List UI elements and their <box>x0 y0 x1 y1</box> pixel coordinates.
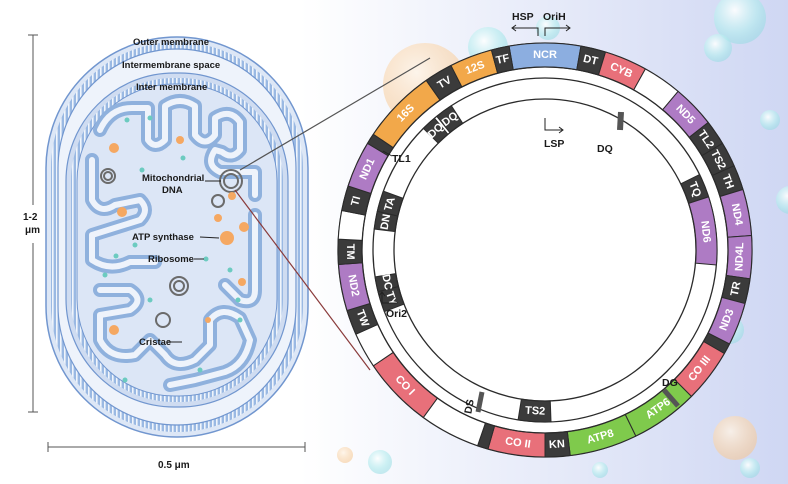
label-width: 0.5 μm <box>158 460 190 471</box>
label-tl1: TL1 <box>392 153 411 165</box>
mtdna-circles <box>100 168 243 328</box>
outer-segment-label: NCR <box>533 49 557 61</box>
outer-segment-label: DT <box>582 53 599 68</box>
label-height-1: 1-2 <box>23 212 38 223</box>
label-ds: DS <box>462 398 476 414</box>
zoom-line-top <box>239 57 431 171</box>
width-scale-bar <box>47 442 306 452</box>
tl1-leader <box>382 150 393 157</box>
zoom-line-bottom <box>234 189 371 371</box>
outer-segment-label: TF <box>495 52 511 67</box>
atp-synthase-particles <box>109 136 249 335</box>
label-cristae: Cristae <box>139 337 171 348</box>
orih-arrow <box>544 24 571 36</box>
mitochondrion <box>45 36 309 438</box>
inner-segment-label: DN <box>379 213 394 231</box>
label-outer-membrane: Outer membrane <box>133 37 209 48</box>
label-dq-top: DQ <box>597 143 613 155</box>
label-lsp: LSP <box>544 138 564 150</box>
label-mito-dna-2: DNA <box>162 185 183 196</box>
dq-marker <box>617 111 624 131</box>
atp-synthase-leader <box>199 236 220 239</box>
ori2-arrow <box>378 291 398 304</box>
lsp-arrow <box>544 118 564 134</box>
outer-segment-label: TR <box>729 280 744 297</box>
ds-marker <box>475 391 485 413</box>
label-dg: DG <box>662 377 678 389</box>
outer-segment-label: ND2 <box>345 274 361 298</box>
label-mito-dna-1: Mitochondrial <box>142 173 204 184</box>
label-orih: OriH <box>543 11 566 23</box>
outer-segment-label: TW <box>354 308 371 329</box>
outer-segment-label: TI <box>349 195 363 207</box>
outer-segment-unlabeled-25 <box>337 209 366 241</box>
inner-segment-label: TQ <box>686 180 703 199</box>
label-atp-synthase: ATP synthase <box>132 232 194 243</box>
label-height-2: μm <box>25 225 40 236</box>
inner-segment-label: ND6 <box>698 220 712 243</box>
outer-segment-label: TH <box>719 173 735 191</box>
outer-segment-label: ND4 <box>729 203 745 228</box>
height-scale-bar <box>28 34 38 413</box>
inner-segment-label: TS2 <box>525 405 546 418</box>
outer-segment-label: ND4L <box>733 242 746 271</box>
inner-segment-label: TA <box>382 196 397 213</box>
inner-segment-label: DC <box>379 273 394 291</box>
label-hsp: HSP <box>512 11 534 23</box>
outer-segment-label: TM <box>344 244 356 260</box>
hsp-arrow <box>511 24 539 36</box>
label-inter-membrane: Inter membrane <box>136 82 207 93</box>
outer-segment-label: CO II <box>504 435 531 450</box>
label-ribosome: Ribosome <box>148 254 194 265</box>
label-ori2: Ori2 <box>386 308 407 320</box>
dg-marker <box>662 388 680 408</box>
outer-segment-label: KN <box>549 438 566 451</box>
ribosome-particles <box>102 115 243 383</box>
label-intermembrane-space: Intermembrane space <box>122 60 220 71</box>
